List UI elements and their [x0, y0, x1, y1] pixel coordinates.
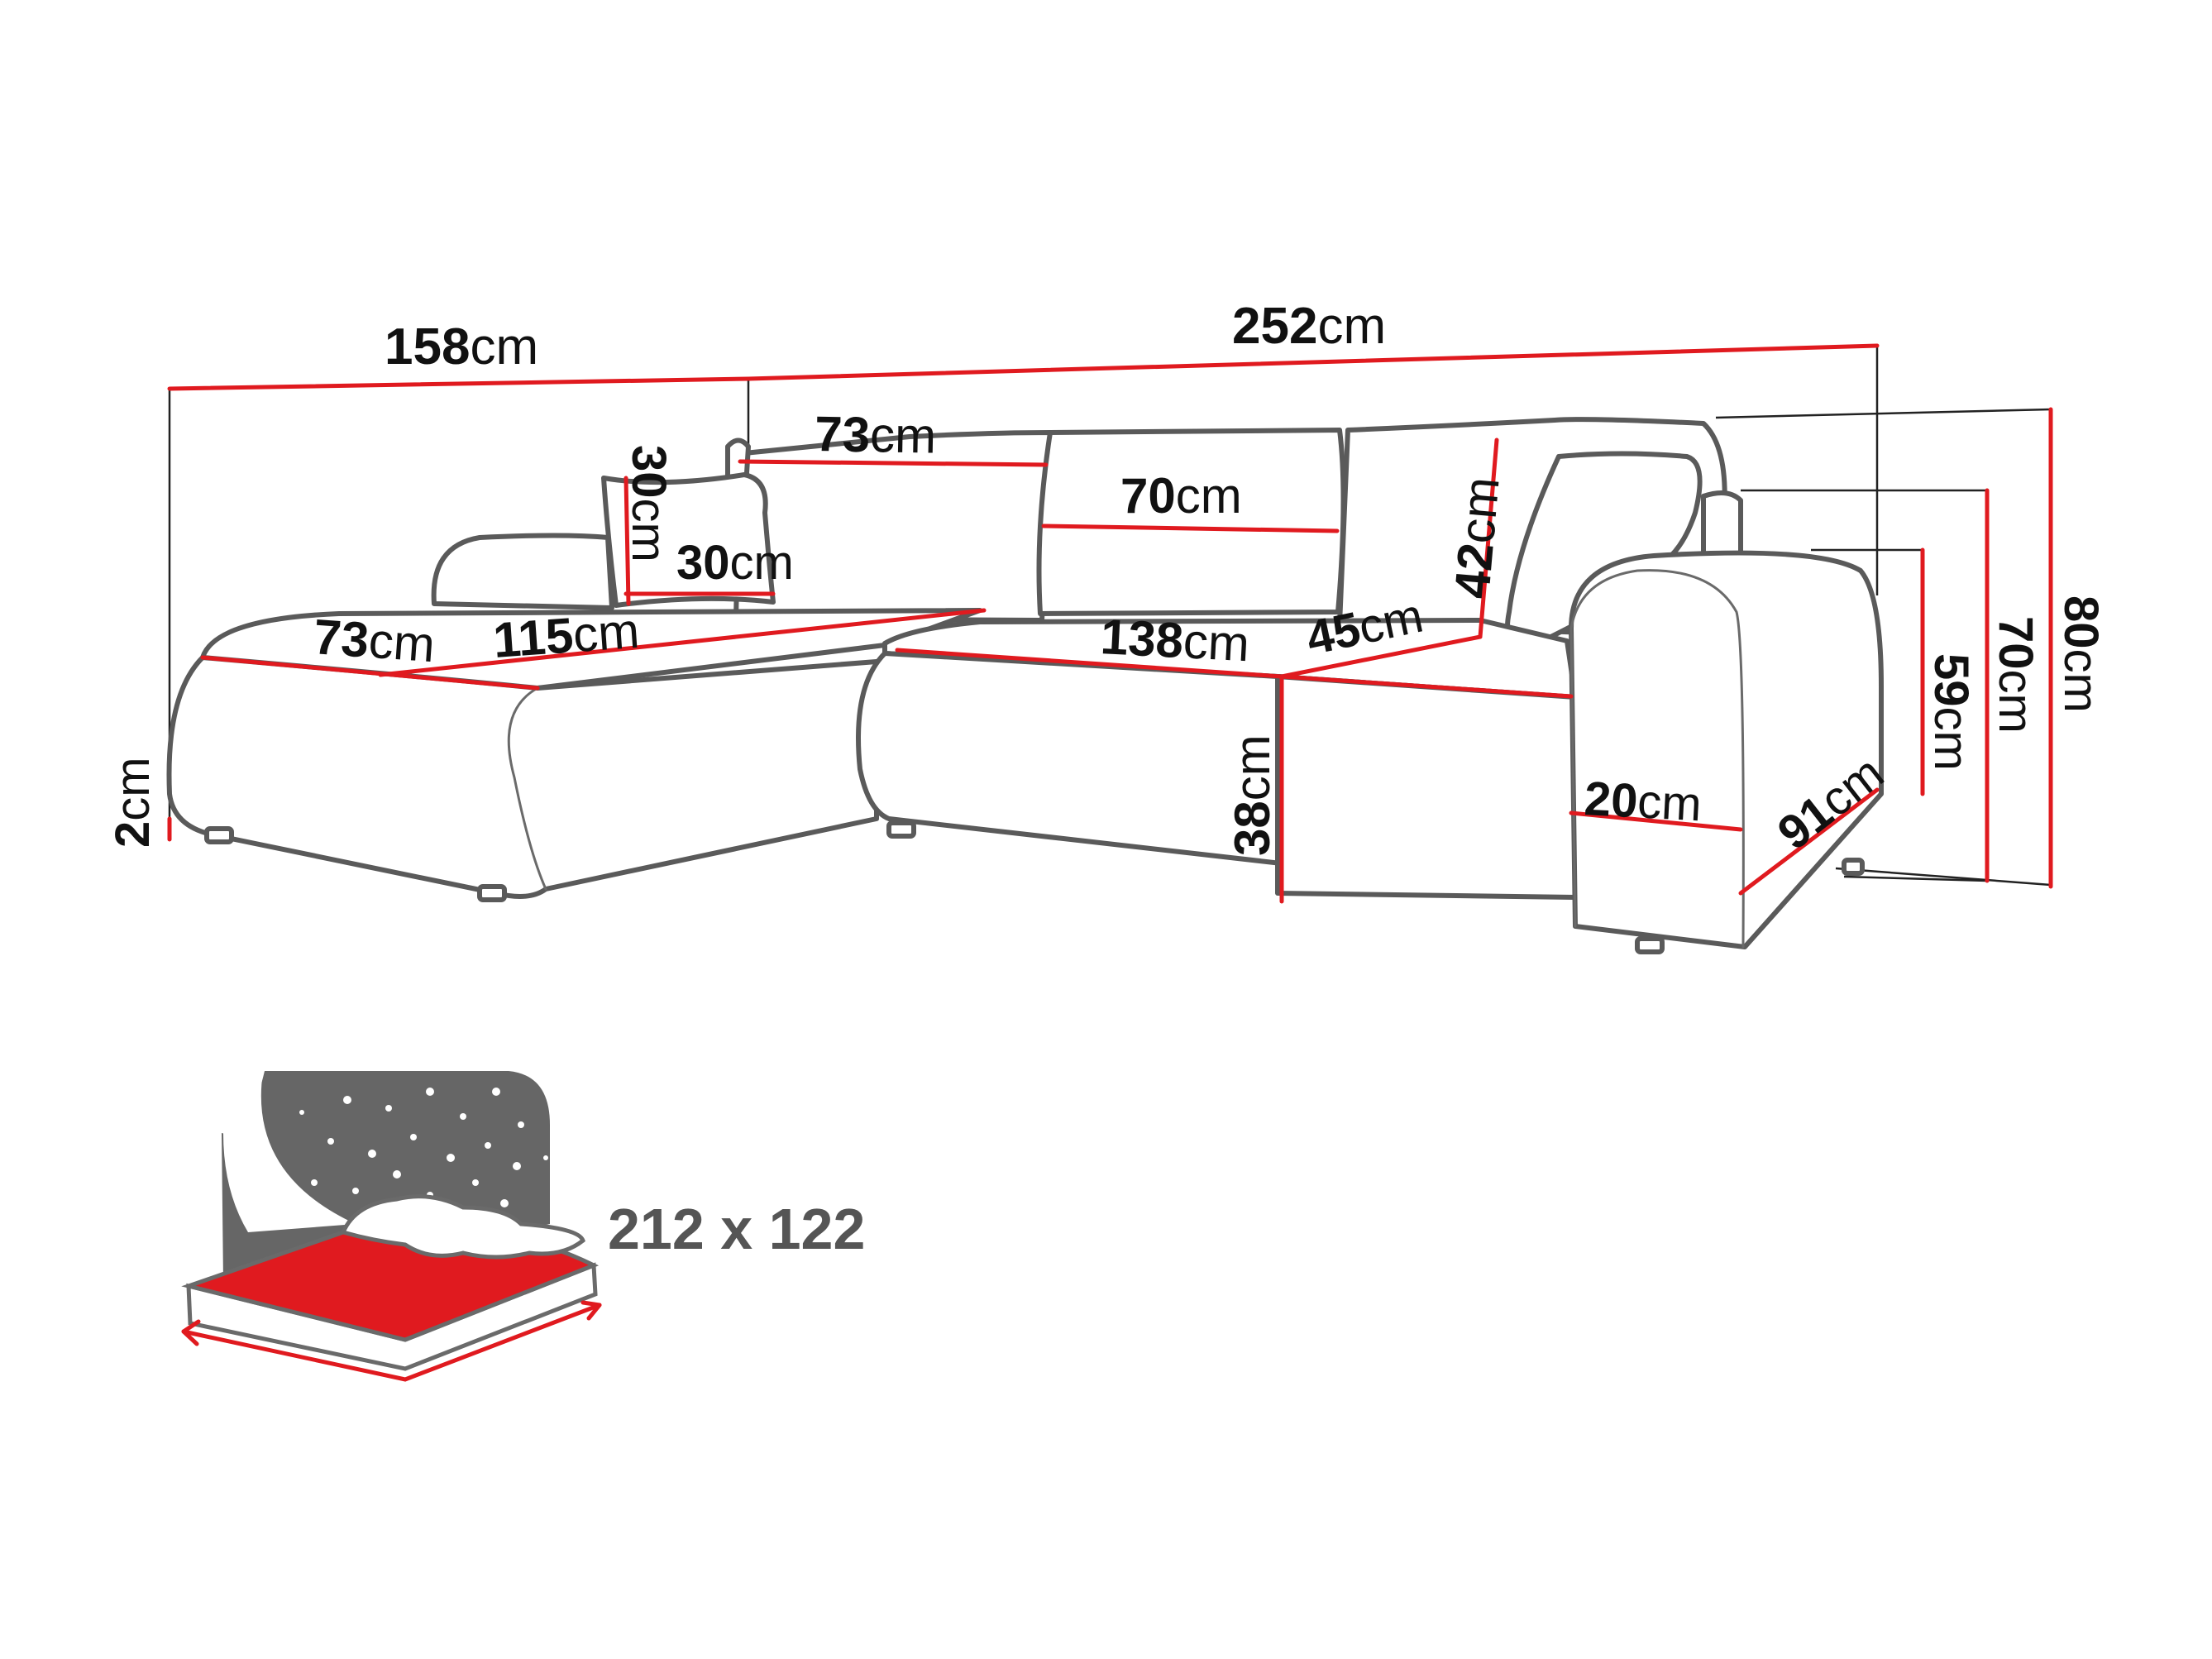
dim-line-138	[895, 648, 1284, 679]
dimension-lines	[167, 343, 2053, 904]
leg	[1842, 858, 1865, 876]
dim-line-42	[1478, 437, 1499, 639]
dim-line-20	[1569, 810, 1743, 832]
leg	[1635, 936, 1665, 954]
sofa-drawing	[166, 417, 1884, 954]
dim-line-73-top	[738, 459, 1049, 467]
label-30-horizontal: 30cm	[676, 536, 794, 590]
dim-line-30-vertical	[623, 476, 631, 606]
seat-front	[1275, 674, 1578, 900]
label-73-chaise: 73cm	[312, 609, 437, 672]
pillow-icon	[601, 472, 776, 608]
dim-line-45	[1279, 634, 1483, 679]
dim-line-73-chaise	[200, 655, 540, 691]
bed-icon	[181, 1071, 602, 1382]
star-icon	[237, 1088, 548, 1226]
label-138: 138cm	[1099, 609, 1250, 672]
label-59: 59cm	[1924, 653, 1978, 771]
label-115: 115cm	[491, 603, 641, 668]
label-30-vertical: 30cm	[622, 445, 676, 562]
label-80: 80cm	[2054, 595, 2108, 713]
chaise-roll	[507, 686, 547, 891]
label-70: 70cm	[1120, 468, 1242, 524]
leg	[204, 826, 234, 844]
armrest-right-seam	[1569, 569, 1745, 949]
label-158: 158cm	[385, 318, 538, 375]
dim-line-70	[1041, 524, 1340, 533]
armrest-left	[431, 533, 614, 610]
label-252: 252cm	[1232, 298, 1386, 355]
dim-line-158	[167, 376, 751, 391]
leg	[886, 820, 916, 839]
label-2: 2cm	[106, 757, 160, 848]
bed-pillow-icon	[340, 1194, 585, 1260]
label-73-top: 73cm	[815, 406, 937, 464]
sleeping-area-label: 212 x 122	[608, 1197, 865, 1261]
label-38: 38cm	[1225, 734, 1280, 856]
size-arrow	[181, 1303, 602, 1382]
label-42: 42cm	[1444, 475, 1510, 600]
night-sky-left	[223, 1133, 347, 1274]
armrest-right	[1569, 550, 1884, 949]
leg	[477, 884, 507, 902]
label-70-right: 70cm	[1989, 616, 2042, 734]
dim-line-115	[378, 608, 987, 677]
label-45: 45cm	[1302, 589, 1427, 666]
chaise-body	[166, 655, 879, 899]
dim-line-252	[746, 343, 1880, 381]
dim-line-45b	[1279, 674, 1574, 699]
label-20: 20cm	[1583, 772, 1703, 831]
dim-line-91	[1738, 787, 1880, 896]
